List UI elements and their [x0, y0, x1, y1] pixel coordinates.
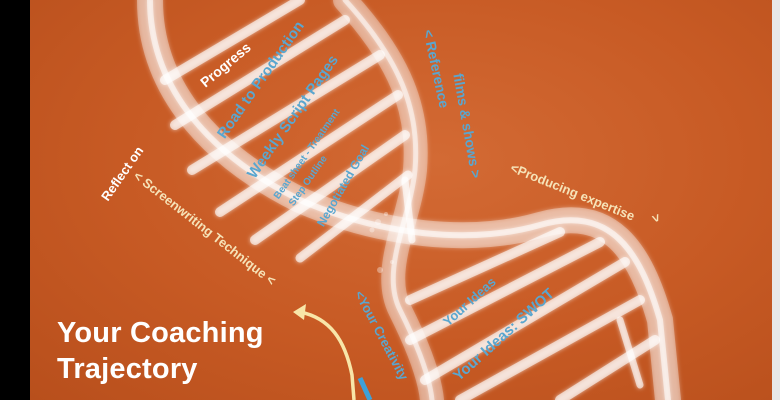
rung	[455, 295, 645, 400]
rung	[405, 237, 605, 345]
rung	[250, 130, 410, 245]
helix-strand-a-core	[147, 0, 671, 400]
rung	[405, 227, 565, 305]
rung	[170, 15, 350, 130]
rung	[187, 50, 385, 175]
helix-strand-b-core	[342, 0, 435, 400]
rung	[420, 257, 630, 385]
bubbles	[369, 212, 394, 273]
rung	[215, 90, 403, 217]
helix-rungs	[160, 0, 660, 400]
right-gray-bar	[772, 0, 780, 400]
yellow-arrow	[293, 304, 356, 400]
title-line-2: Trajectory	[57, 353, 198, 385]
blue-arrow	[357, 376, 373, 400]
rung	[616, 316, 644, 389]
rung	[555, 335, 660, 400]
rung	[295, 170, 413, 263]
rung	[401, 176, 416, 244]
title-line-1: Your Coaching	[57, 317, 264, 349]
left-black-bar	[0, 0, 30, 400]
rung	[160, 0, 305, 85]
